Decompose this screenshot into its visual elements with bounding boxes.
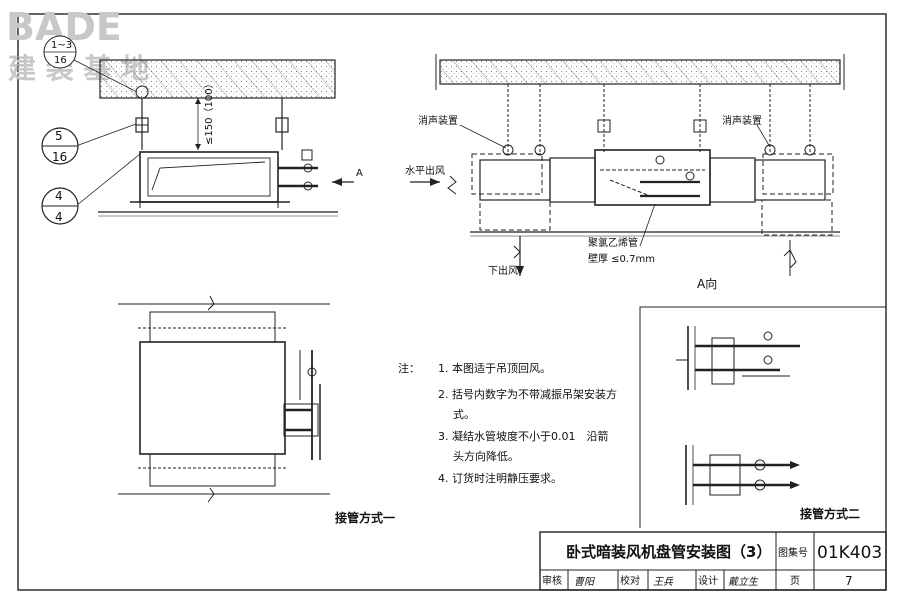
svg-text:16: 16 xyxy=(52,150,67,164)
callout-5-16: 5 16 xyxy=(41,123,137,165)
pvc-pipe-label: 聚氯乙烯管 xyxy=(588,236,638,249)
svg-text:1~3: 1~3 xyxy=(51,40,72,51)
method1-label: 接管方式一 xyxy=(335,510,395,525)
note-2a: 2. 括号内数字为不带减振吊架安装方 xyxy=(438,387,617,401)
right-elevation-view xyxy=(410,54,845,276)
note-2b: 式。 xyxy=(453,408,475,421)
outer-frame xyxy=(17,13,887,591)
method2-label: 接管方式二 xyxy=(800,506,860,521)
note-4: 4. 订货时注明静压要求。 xyxy=(438,471,562,485)
view-a-label: A向 xyxy=(697,276,717,291)
section-arrow-a-label: A xyxy=(356,168,363,179)
svg-text:16: 16 xyxy=(54,55,67,66)
note-3b: 头方向降低。 xyxy=(453,449,519,463)
review-label: 审核 xyxy=(542,574,562,587)
check-label: 校对 xyxy=(620,574,640,587)
page-label: 页 xyxy=(790,575,800,587)
note-3a: 3. 凝结水管坡度不小于0.01 沿箭 xyxy=(438,429,608,443)
page-number: 7 xyxy=(845,574,853,588)
svg-text:5: 5 xyxy=(55,129,63,143)
down-outlet-label: 下出风 xyxy=(488,264,518,277)
callout-4-4: 4 4 xyxy=(41,153,141,225)
dim-150-label: ≤150（100） xyxy=(203,78,215,145)
atlas-number: 01K403 xyxy=(817,543,882,563)
svg-text:4: 4 xyxy=(55,189,63,203)
plan-view-method1 xyxy=(118,295,330,503)
design-signature: 戴立生 xyxy=(728,576,759,588)
check-signature: 王兵 xyxy=(653,576,674,588)
notes-prefix: 注： xyxy=(398,361,420,375)
muffler-left-label: 消声装置 xyxy=(418,114,458,127)
atlas-no-label: 图集号 xyxy=(778,546,808,559)
left-elevation-view: ≤150（100） A xyxy=(98,59,363,217)
drawing-title: 卧式暗装风机盘管安装图（3） xyxy=(566,543,771,561)
callout-1-3: 1~3 16 xyxy=(43,35,149,99)
wall-thickness-label: 壁厚 ≤0.7mm xyxy=(588,252,655,265)
svg-text:4: 4 xyxy=(55,210,63,224)
review-signature: 曹阳 xyxy=(574,576,596,588)
muffler-right-label: 消声装置 xyxy=(722,114,762,127)
notes-block: 注： 1. 本图适于吊顶回风。 2. 括号内数字为不带减振吊架安装方 式。 3.… xyxy=(398,361,617,485)
design-label: 设计 xyxy=(698,574,718,587)
title-block: 卧式暗装风机盘管安装图（3） 图集号 01K403 审核 曹阳 校对 王兵 设计… xyxy=(539,531,887,591)
method2-detail xyxy=(639,306,886,528)
note-1: 1. 本图适于吊顶回风。 xyxy=(438,361,551,375)
horizontal-outlet-label: 水平出风 xyxy=(405,164,445,177)
